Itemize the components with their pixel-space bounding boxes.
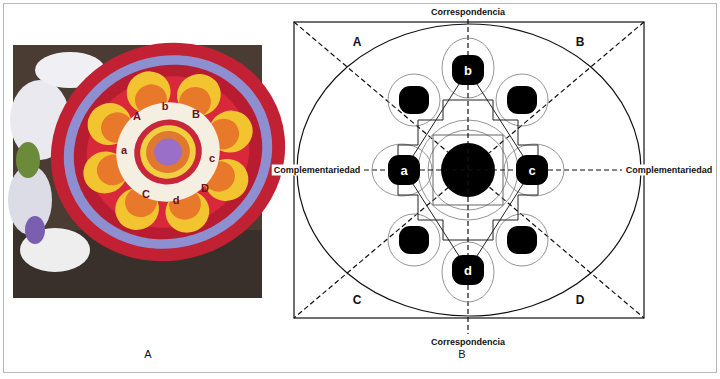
letter-blob: b [452, 55, 484, 85]
blob-letter: c [528, 164, 535, 177]
blob-letter: a [400, 164, 407, 177]
letter-blob: d [452, 255, 484, 285]
photo-letter: A [133, 111, 141, 122]
photo-letter: C [142, 189, 150, 200]
letter-blob: a [388, 155, 420, 185]
axis-label: Complementariedad [272, 165, 363, 176]
photo-letter: b [162, 101, 169, 112]
photo-letter: c [209, 153, 215, 164]
axis-label: Correspondencia [429, 7, 507, 18]
axis-label: Complementariedad [624, 165, 715, 176]
corner-letter: C [351, 294, 364, 306]
photo-letter: B [192, 109, 200, 120]
axis-label: Correspondencia [429, 337, 507, 348]
photo-letter: d [173, 195, 180, 206]
panel-caption: A [144, 349, 151, 360]
letter-blob: c [516, 155, 548, 185]
axis-connector [467, 85, 468, 255]
photo-letter: a [121, 145, 127, 156]
blob-letter: d [464, 264, 472, 277]
panel-caption: B [458, 349, 465, 360]
blob-letter: b [464, 64, 472, 77]
corner-letter: D [574, 294, 587, 306]
photo-letter: D [201, 183, 209, 194]
corner-letter: A [351, 36, 364, 48]
corner-letter: B [574, 36, 587, 48]
